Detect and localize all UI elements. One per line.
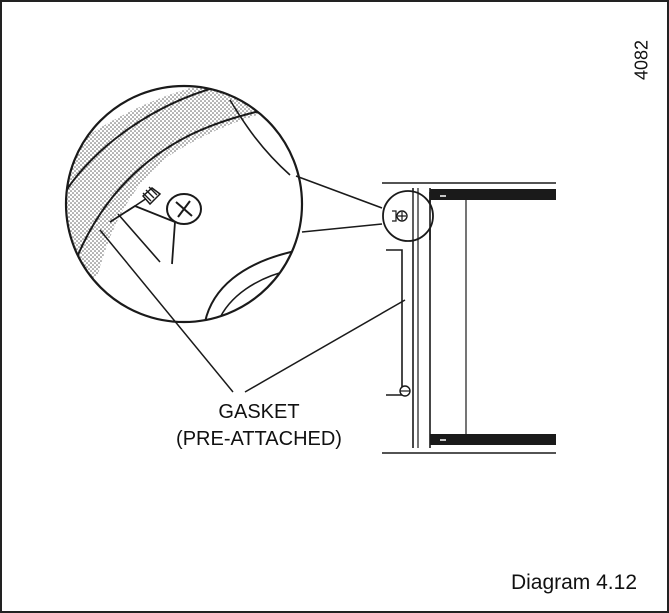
magnified-detail (64, 84, 304, 324)
callout-line-1: GASKET (218, 401, 300, 423)
figure-reference-number: 4082 (631, 39, 652, 81)
callout-line-2: (PRE-ATTACHED) (176, 428, 342, 450)
detail-locator-circle (382, 190, 434, 242)
screw-magnified (141, 186, 202, 225)
figure-caption: Diagram 4.12 (510, 571, 637, 594)
gasket-strip-magnified (66, 86, 302, 300)
gasket-leader-lines (99, 229, 406, 393)
bracket-magnified (109, 204, 176, 265)
magnifier-connector (295, 175, 383, 233)
